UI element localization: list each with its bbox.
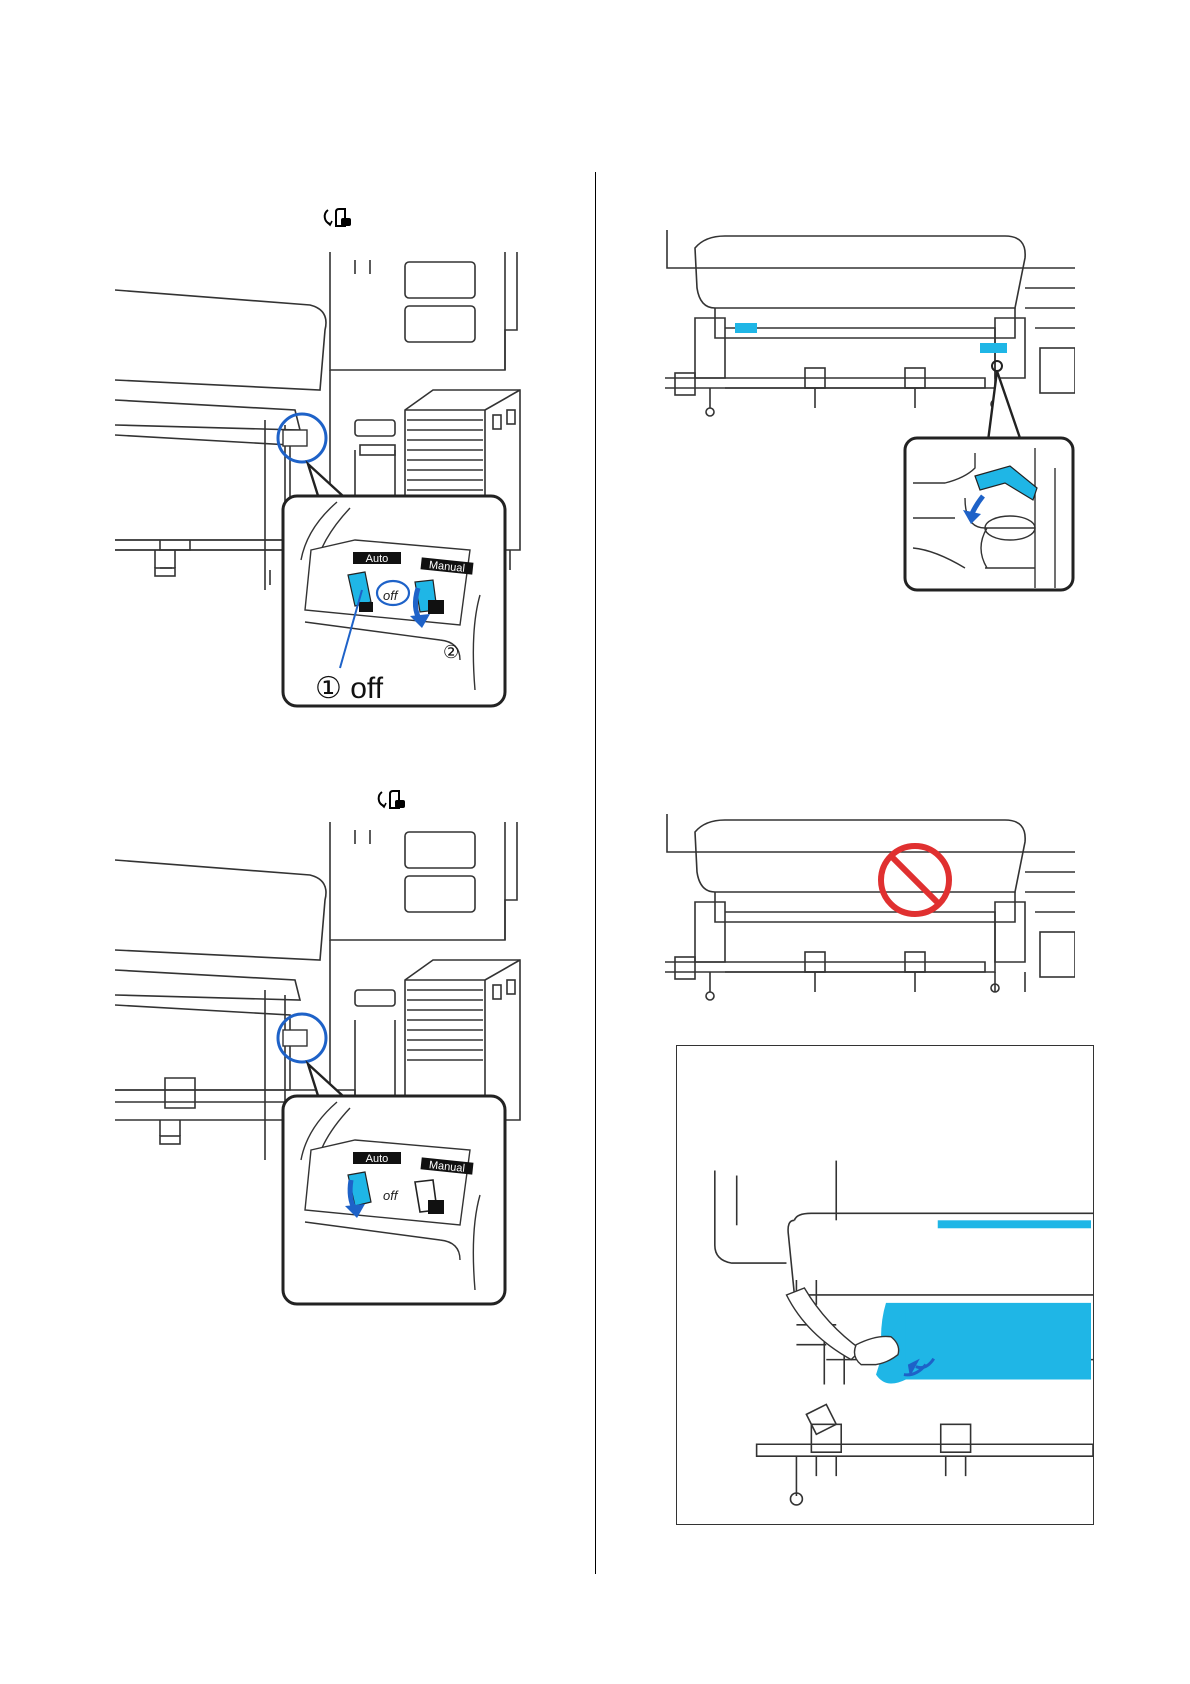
figure-box-guide-media <box>676 1045 1094 1525</box>
step2-marker: ② <box>443 642 459 662</box>
figure-switch-off: Auto Manual off ① off ② <box>115 250 565 760</box>
off-switch-text-2: off <box>383 1188 399 1203</box>
prohibited-icon <box>881 846 949 914</box>
figure-roll-lever <box>665 228 1075 600</box>
figure-prohibited-state <box>665 812 1075 1012</box>
step1-callout: ① off <box>315 672 384 705</box>
figure-switch-auto: Auto Manual off <box>115 820 565 1310</box>
take-up-winder-icon <box>322 206 358 228</box>
auto-label-2: Auto <box>366 1153 389 1165</box>
auto-label: Auto <box>366 553 389 565</box>
take-up-winder-icon <box>376 788 412 810</box>
off-switch-text: off <box>383 588 399 603</box>
magnify-circle-icon <box>992 361 1002 371</box>
column-divider <box>595 172 596 1574</box>
